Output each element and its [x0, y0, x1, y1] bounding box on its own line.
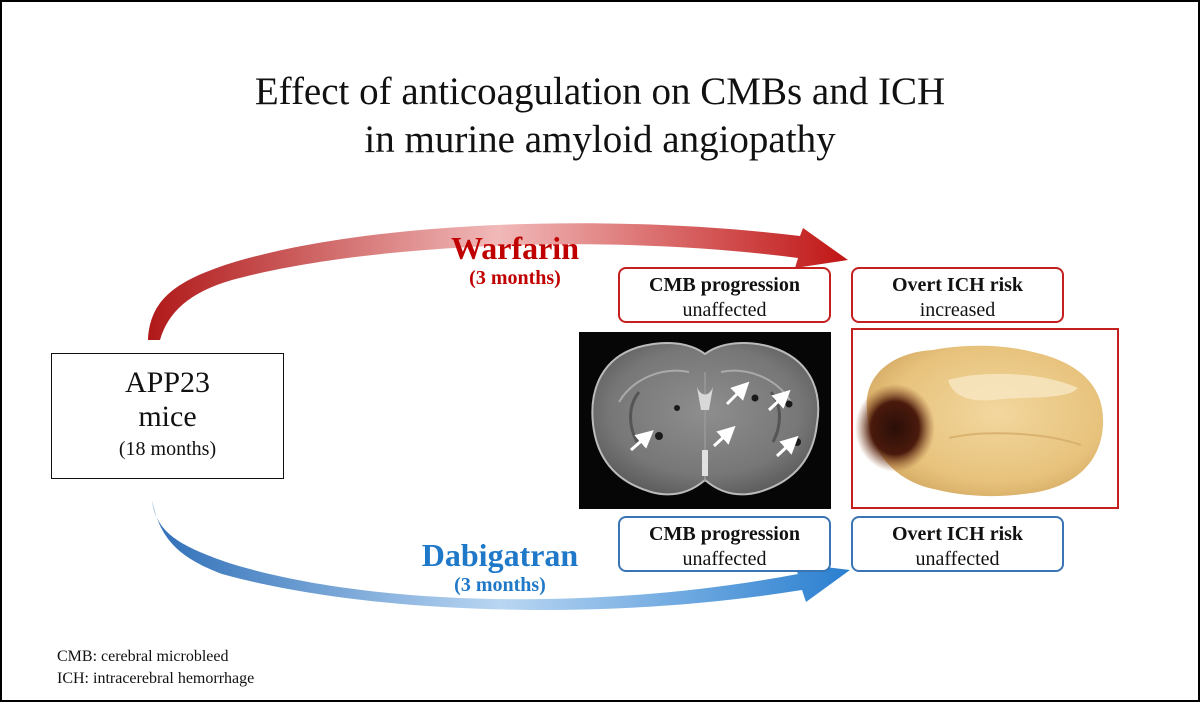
mri-brain-drawing	[591, 342, 820, 496]
abbreviation-legend: CMB: cerebral microbleed ICH: intracereb…	[57, 646, 254, 690]
dabigatran-duration: (3 months)	[454, 574, 546, 596]
dabigatran-ich-value: unaffected	[915, 548, 1000, 570]
dabigatran-name: Dabigatran	[421, 537, 579, 573]
warfarin-cmb-value: unaffected	[682, 299, 767, 321]
dabigatran-ich-box: Overt ICH risk unaffected	[851, 516, 1064, 572]
mice-label: mice	[138, 400, 197, 433]
microbleed-dot	[751, 394, 759, 402]
mri-brain-image	[579, 332, 831, 509]
warfarin-cmb-heading: CMB progression	[649, 274, 800, 296]
warfarin-duration: (3 months)	[469, 267, 561, 289]
warfarin-ich-value: increased	[919, 299, 996, 321]
figure-title: Effect of anticoagulation on CMBs and IC…	[0, 68, 1200, 164]
app23-mice-box: APP23 mice (18 months)	[51, 353, 284, 479]
microbleed-dot	[785, 400, 793, 408]
dabigatran-ich-heading: Overt ICH risk	[891, 523, 1024, 545]
warfarin-arrow	[148, 223, 848, 340]
legend-ich: ICH: intracerebral hemorrhage	[57, 670, 255, 687]
legend-cmb: CMB: cerebral microbleed	[57, 648, 229, 665]
dabigatran-cmb-heading: CMB progression	[649, 523, 800, 545]
mice-strain: APP23	[124, 366, 211, 399]
warfarin-label: Warfarin (3 months)	[420, 230, 610, 290]
mri-ventricle	[697, 387, 713, 410]
microbleed-dot	[793, 438, 801, 446]
warfarin-cmb-box: CMB progression unaffected	[618, 267, 831, 323]
warfarin-name: Warfarin	[451, 230, 579, 266]
hemorrhage-lesion	[855, 384, 935, 472]
title-line-2: in murine amyloid angiopathy	[364, 118, 836, 161]
dabigatran-cmb-value: unaffected	[682, 548, 767, 570]
mri-third-ventricle	[702, 450, 708, 476]
mice-age: (18 months)	[118, 438, 217, 460]
microbleed-dot	[655, 432, 663, 440]
brain-slice-photo	[851, 328, 1119, 509]
dabigatran-label: Dabigatran (3 months)	[400, 537, 600, 597]
title-line-1: Effect of anticoagulation on CMBs and IC…	[254, 70, 946, 113]
brain-slice-drawing	[855, 345, 1104, 497]
dabigatran-cmb-box: CMB progression unaffected	[618, 516, 831, 572]
warfarin-ich-box: Overt ICH risk increased	[851, 267, 1064, 323]
microbleed-dot	[674, 405, 680, 411]
microbleed-arrows	[630, 381, 799, 458]
warfarin-ich-heading: Overt ICH risk	[891, 274, 1024, 296]
